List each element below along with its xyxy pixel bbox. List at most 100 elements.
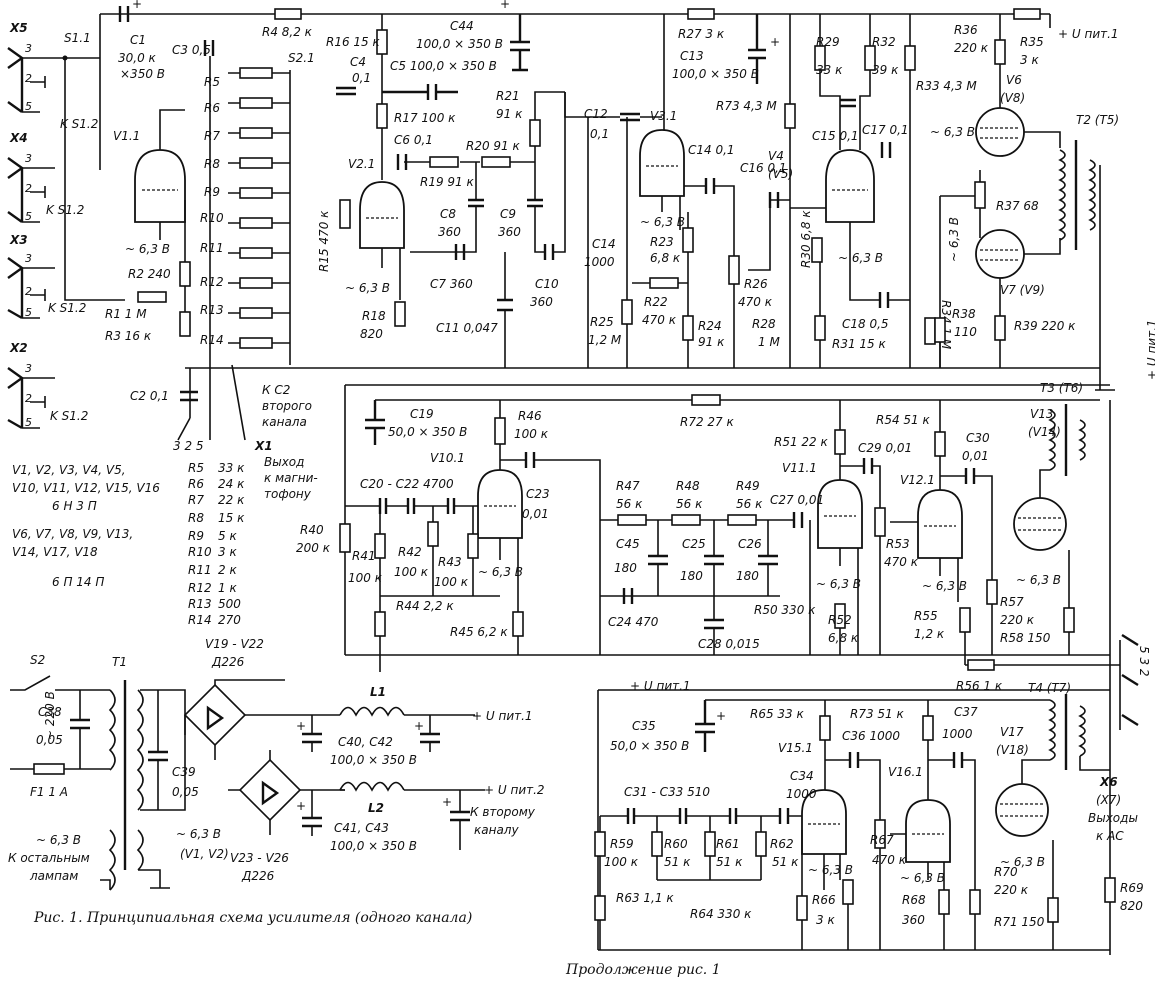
r3-label: R3 16 к <box>105 329 152 343</box>
x3-pin-2: 2 <box>25 285 32 298</box>
capacitor-c10 <box>543 244 555 260</box>
resistor-r70 <box>969 889 981 915</box>
figure-caption: Рис. 1. Принципиальная схема усилителя (… <box>33 910 472 926</box>
r49-value: 56 к <box>736 497 763 511</box>
x3-pin-3: 3 <box>25 252 32 265</box>
r7-label: R7 <box>204 129 220 143</box>
x5-pin-3: 3 <box>25 42 32 55</box>
r62-value: 51 к <box>772 855 799 869</box>
t1-label: T1 <box>112 655 127 669</box>
heater-v1v2-b: (V1, V2) <box>180 847 229 861</box>
resistor-r71 <box>1047 897 1059 923</box>
tubes-list-2: V10, V11, V12, V15, V16 <box>12 481 160 495</box>
r73-label: R73 4,3 М <box>716 99 777 113</box>
r42-value: 100 к <box>394 565 429 579</box>
resistor-r30 <box>811 237 823 263</box>
table-value-r6: 24 к <box>218 477 245 491</box>
resistor-r38 <box>934 317 946 343</box>
r53-value: 470 к <box>884 555 919 569</box>
x1-pins: 3 2 5 <box>173 439 204 453</box>
diode-bridge-1 <box>183 679 310 760</box>
x5-label: X5 <box>9 21 28 35</box>
c15-label: C15 0,1 <box>812 129 859 143</box>
tube-v17 <box>995 759 1050 837</box>
r43-value: 100 к <box>434 575 469 589</box>
heater-rest: ~ 6,3 В <box>36 833 81 847</box>
v17-label: V17 <box>1000 725 1024 739</box>
inductor-l1 <box>339 706 405 717</box>
c10-label: C10 <box>535 277 559 291</box>
capacitor-c30 <box>964 468 976 484</box>
v7-label: V7 (V9) <box>1000 283 1045 297</box>
x1-label: X1 <box>254 439 273 453</box>
capacitor-c11 <box>497 298 513 312</box>
capacitor-c36 <box>848 752 860 768</box>
tube-v16-1 <box>905 799 951 890</box>
c10-value: 360 <box>530 295 553 309</box>
r66-label: R66 <box>812 893 836 907</box>
r69-value: 820 <box>1120 899 1143 913</box>
upit1-right: + U пит.1 <box>1145 319 1155 380</box>
resistor-r17 <box>376 103 388 129</box>
c31-c33-label: C31 - C33 510 <box>624 785 710 799</box>
resistor-r21 <box>529 119 541 147</box>
resistor-value-table: R5 33 к R6 24 к R7 22 к R8 15 к R9 5 к R… <box>188 461 245 627</box>
r4-label: R4 8,2 к <box>262 25 313 39</box>
upit2-psu: + U пит.2 <box>484 783 545 797</box>
resistor-r55 <box>959 607 971 633</box>
capacitor-c27 <box>792 512 804 528</box>
r23-label: R23 <box>650 235 674 249</box>
c26-value: 180 <box>736 569 759 583</box>
resistor-r56 <box>967 659 995 671</box>
r66-value: 3 к <box>816 913 835 927</box>
r2-label: R2 240 <box>128 267 171 281</box>
c23-value: 0,01 <box>522 507 549 521</box>
c14b-label: C14 <box>592 237 616 251</box>
v111-label: V11.1 <box>782 461 817 475</box>
c45-value: 180 <box>614 561 637 575</box>
resistor-r64 <box>796 895 808 921</box>
r26-value: 470 к <box>738 295 773 309</box>
transformer-t1 <box>108 680 144 891</box>
tube-v11-1 <box>817 479 863 598</box>
r36-label: R36 <box>954 23 978 37</box>
c4-value: 0,1 <box>352 71 371 85</box>
c44-plus: + <box>500 0 510 11</box>
r41-value: 100 к <box>348 571 383 585</box>
heater-v121: ~ 6,3 В <box>922 579 967 593</box>
c27-label: C27 0,01 <box>770 493 824 507</box>
r14-label: R14 <box>200 333 224 347</box>
r59-label: R59 <box>610 837 634 851</box>
r21-value: 91 к <box>496 107 523 121</box>
resistor-r61 <box>704 831 716 857</box>
c3-label: C3 0,5 <box>172 43 211 57</box>
r6-label: R6 <box>204 101 220 115</box>
r68-value: 360 <box>902 913 925 927</box>
capacitor-c1 <box>118 6 130 22</box>
capacitor-c18 <box>878 292 890 308</box>
c38-label: C38 <box>38 705 62 719</box>
v18-label: (V18) <box>996 743 1029 757</box>
upit1-psu: + U пит.1 <box>472 709 533 723</box>
tube-v4 <box>790 149 875 240</box>
r53-label: R53 <box>886 537 910 551</box>
c8-value: 360 <box>438 225 461 239</box>
tubes-list-3: 6 Н 3 П <box>52 499 97 513</box>
r22-value: 470 к <box>642 313 677 327</box>
r55-label: R55 <box>914 609 938 623</box>
r10-label: R10 <box>200 211 224 225</box>
table-name-r14: R14 <box>188 613 212 627</box>
c25-value: 180 <box>680 569 703 583</box>
diodes-1-name: V19 - V22 <box>205 637 264 651</box>
r41-label: R41 <box>352 549 376 563</box>
table-value-r10: 3 к <box>218 545 237 559</box>
resistor-r18 <box>394 301 406 327</box>
r67-value: 470 к <box>872 853 907 867</box>
resistor-r1 <box>137 291 167 303</box>
resistor-r51 <box>834 429 846 455</box>
resistor-r33 <box>904 45 916 71</box>
r54-label: R54 51 к <box>876 413 931 427</box>
kc2-label3: канала <box>262 415 307 429</box>
table-value-r9: 5 к <box>218 529 237 543</box>
